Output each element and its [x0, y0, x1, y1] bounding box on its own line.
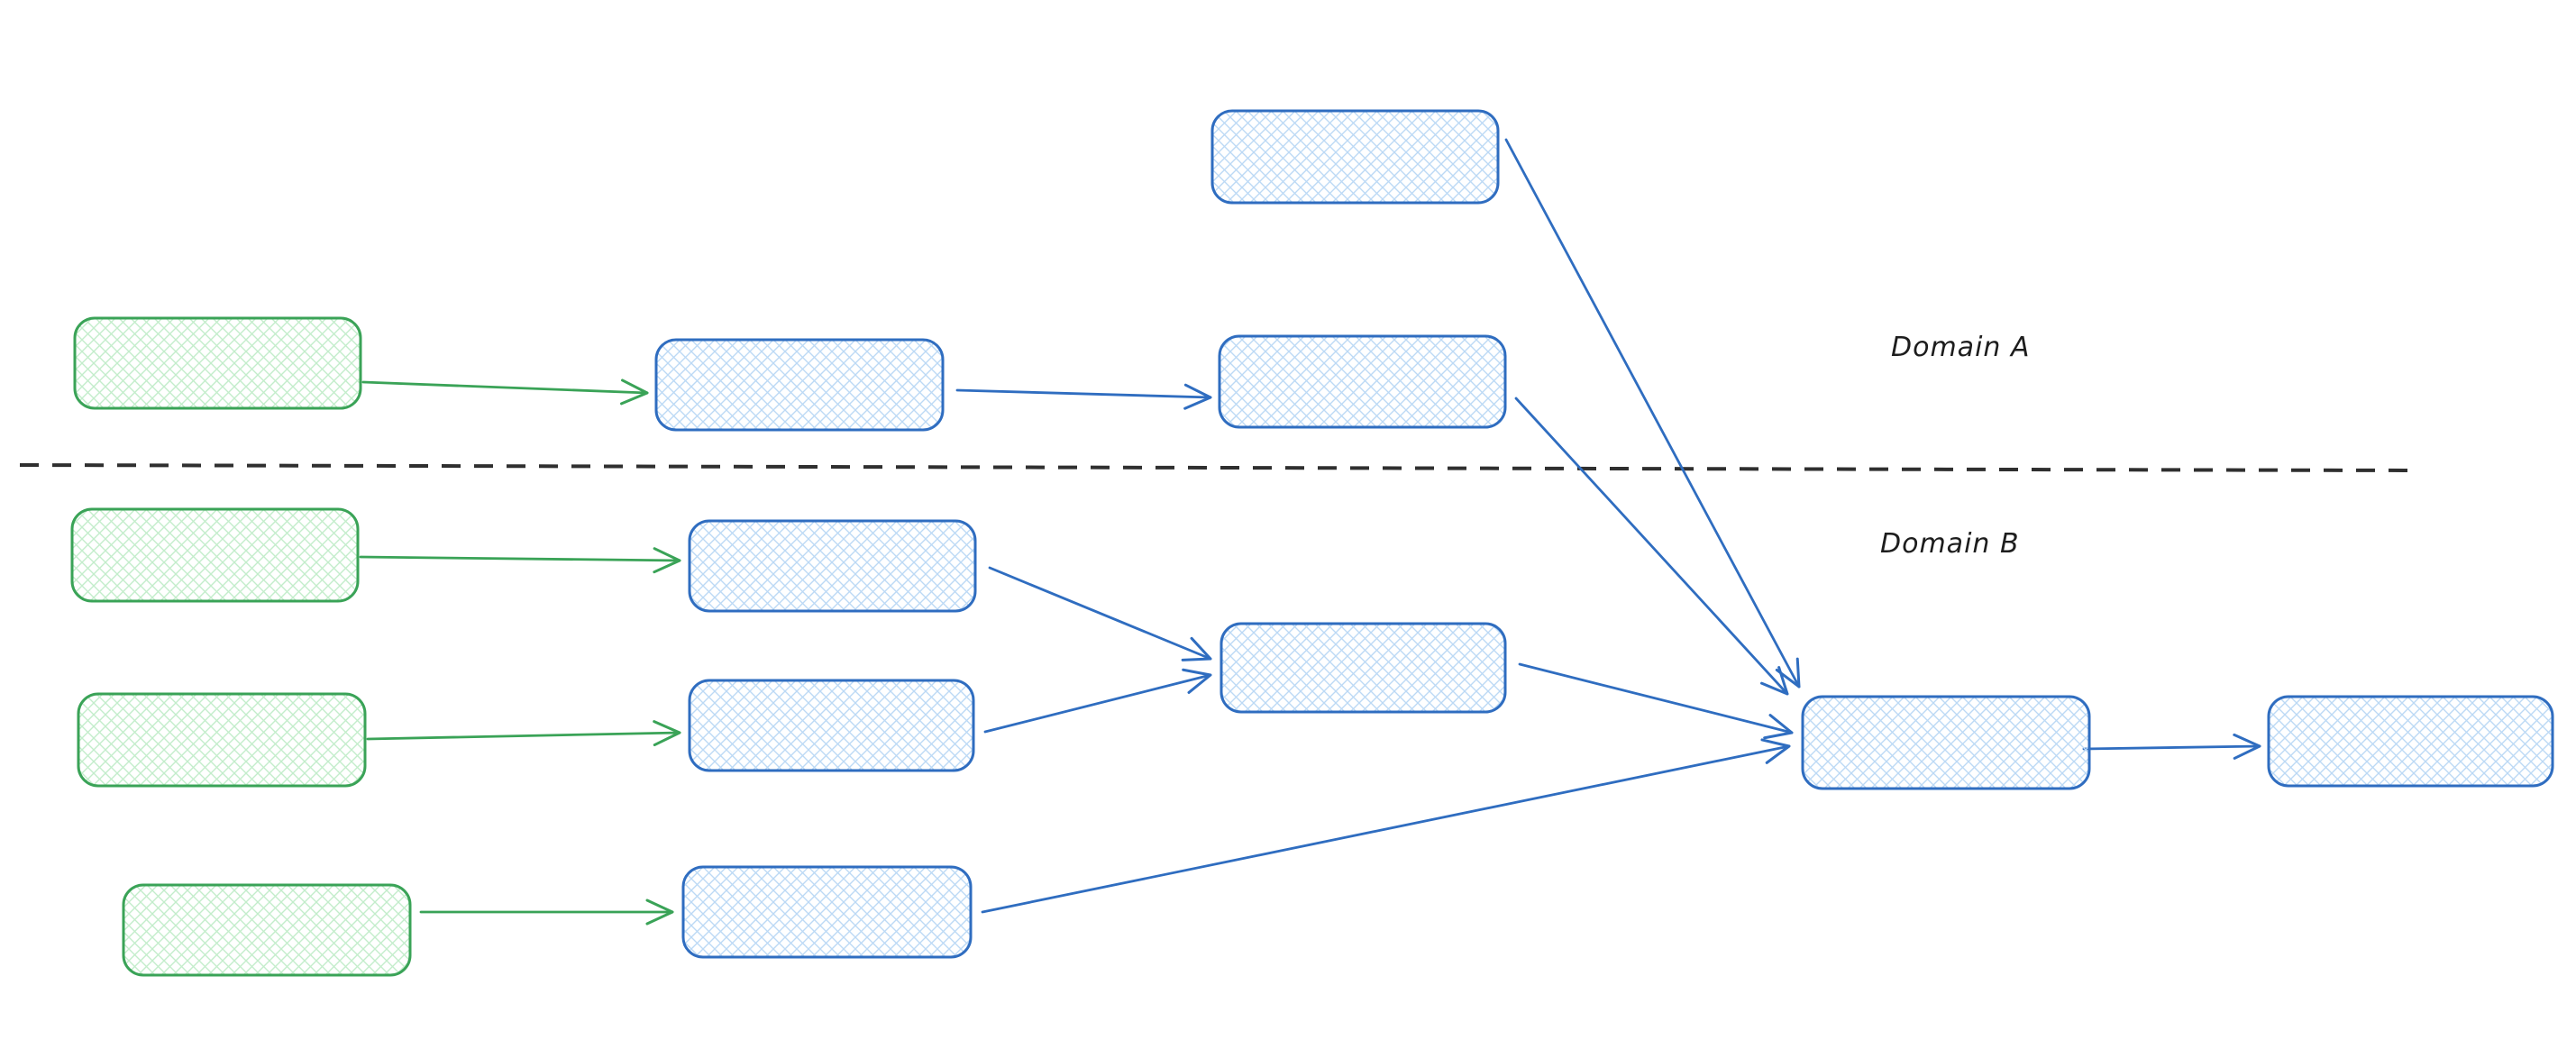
arrow-merge-b-to-aggregator[interactable] [1518, 662, 1794, 740]
node-source-b3[interactable] [122, 883, 412, 977]
node-source-b2[interactable] [77, 692, 367, 788]
node-source-a[interactable] [73, 316, 362, 410]
arrow-top-feeder-to-aggregator[interactable] [1504, 138, 1801, 689]
node-stage2-a[interactable] [1218, 334, 1507, 429]
node-stage1-b2[interactable] [688, 679, 975, 772]
arrow-stage1-a-to-stage2-a[interactable] [955, 383, 1212, 410]
domain-divider-line[interactable] [19, 463, 2415, 472]
arrow-source-a-to-stage1-a[interactable] [361, 379, 649, 406]
node-output[interactable] [2267, 695, 2554, 788]
node-top-feeder-a[interactable] [1210, 109, 1500, 205]
arrow-aggregator-to-output[interactable] [2082, 733, 2261, 760]
arrow-stage1-b2-to-merge-b[interactable] [983, 668, 1212, 734]
node-aggregator[interactable] [1801, 695, 2091, 790]
arrow-source-b1-to-stage1-b1[interactable] [359, 547, 681, 574]
arrow-stage1-b1-to-merge-b[interactable] [988, 566, 1212, 661]
arrow-stage1-b3-to-aggregator[interactable] [981, 738, 1791, 914]
domain-b-label[interactable]: Domain B [1880, 528, 2020, 560]
node-merge-b[interactable] [1219, 622, 1507, 714]
node-stage1-a[interactable] [654, 338, 945, 432]
arrow-source-b2-to-stage1-b2[interactable] [366, 720, 681, 747]
node-stage1-b3[interactable] [681, 865, 973, 959]
arrow-stage2-a-to-aggregator[interactable] [1514, 397, 1789, 696]
domain-a-label[interactable]: Domain A [1891, 332, 2031, 363]
node-source-b1[interactable] [70, 507, 360, 603]
node-stage1-b1[interactable] [688, 519, 977, 613]
